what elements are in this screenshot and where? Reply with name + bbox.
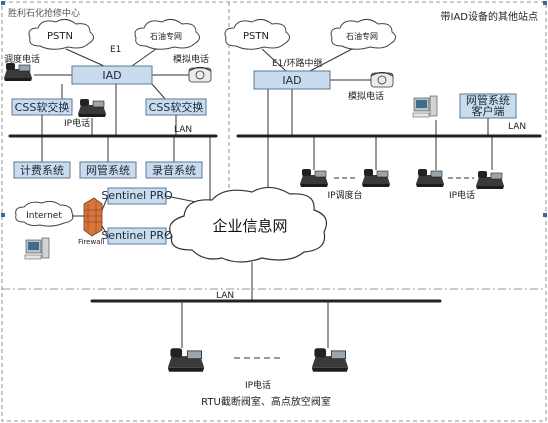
- netmgmt-box: 网管系统: [79, 161, 137, 179]
- css-label-right: CSS软交换: [149, 100, 204, 114]
- internet-cloud: Internet: [15, 200, 74, 227]
- right-lan-links: [313, 118, 493, 170]
- sentinel-box-1: Sentinel PRO: [101, 187, 173, 205]
- iad-label-left: IAD: [102, 69, 121, 82]
- right-site-title: 带IAD设备的其他站点: [441, 10, 539, 23]
- firewall-label: Firewall: [78, 238, 104, 246]
- lan-label-left: LAN: [174, 125, 192, 135]
- ip-console-label: IP调度台: [327, 189, 362, 201]
- css-label-left: CSS软交换: [15, 100, 70, 114]
- e1-label-left: E1: [110, 45, 121, 55]
- ip-phone-icon-right-2: [475, 170, 505, 190]
- ip-phone-label-right: IP电话: [449, 189, 475, 201]
- netmgmt-label: 网管系统: [86, 163, 130, 177]
- netmgmt-client-label-2: 客户端: [472, 104, 505, 118]
- css-box-left: CSS软交换: [11, 98, 73, 116]
- iad-box-left: IAD: [71, 65, 153, 85]
- enterprise-net-label: 企业信息网: [212, 217, 287, 235]
- bottom-lan-links: [181, 301, 329, 348]
- left-lan-links: [41, 115, 211, 202]
- e1-loop-label: E1/环路中继: [272, 57, 322, 69]
- ip-phone-label-left: IP电话: [64, 117, 90, 129]
- ip-phone-icon-bottom-2: [311, 347, 349, 373]
- left-site-title: 胜利石化抢修中心: [8, 7, 80, 19]
- sentinel-label-2: Sentinel PRO: [101, 229, 173, 242]
- right-top-links: [261, 48, 372, 204]
- enterprise-net-cloud: 企业信息网: [169, 186, 327, 263]
- ip-phone-label-bottom: IP电话: [245, 379, 271, 391]
- left-top-links: [34, 48, 198, 136]
- pstn-cloud-left: PSTN: [28, 18, 94, 50]
- pstn-label-left: PSTN: [47, 31, 73, 42]
- recording-label: 录音系统: [152, 163, 196, 177]
- firewall-icon: [83, 197, 103, 237]
- pstn-label-right: PSTN: [243, 31, 269, 42]
- ip-phone-icon-left: [77, 98, 107, 118]
- computer-icon-right: [412, 95, 438, 118]
- sentinel-label-1: Sentinel PRO: [101, 189, 173, 202]
- ip-console-icon-1: [299, 168, 329, 188]
- pstn-cloud-right: PSTN: [224, 18, 290, 50]
- css-box-right: CSS软交换: [145, 98, 207, 116]
- private-net-label-left: 石油专网: [150, 31, 182, 41]
- dispatch-phone-label: 调度电话: [4, 53, 40, 65]
- bottom-site-title: RTU截断阀室、高点放空阀室: [201, 395, 331, 408]
- ip-phone-icon-right-1: [415, 168, 445, 188]
- computer-icon-left: [24, 237, 50, 260]
- private-net-cloud-right: 石油专网: [330, 18, 396, 50]
- recording-box: 录音系统: [145, 161, 203, 179]
- corner-markers: [1, 1, 547, 217]
- billing-box: 计费系统: [13, 161, 71, 179]
- sentinel-box-2: Sentinel PRO: [101, 227, 173, 245]
- billing-label: 计费系统: [20, 164, 64, 177]
- dispatch-phone-icon: [3, 62, 33, 82]
- private-net-cloud-left: 石油专网: [134, 18, 200, 50]
- ip-phone-icon-bottom-1: [167, 347, 205, 373]
- iad-box-right: IAD: [253, 70, 331, 90]
- internet-label: Internet: [26, 211, 62, 221]
- netmgmt-client-box: 网管系统 客户端: [459, 93, 517, 119]
- netmgmt-client-label: 网管系统: [466, 93, 510, 107]
- analog-phone-label-right: 模拟电话: [348, 90, 384, 102]
- analog-phone-icon-left: [188, 66, 212, 83]
- lan-label-bottom: LAN: [216, 291, 234, 301]
- analog-phone-label-left: 模拟电话: [173, 53, 209, 65]
- private-net-label-right: 石油专网: [346, 31, 378, 41]
- analog-phone-icon-right: [370, 71, 394, 88]
- ip-console-icon-2: [361, 168, 391, 188]
- lan-label-right: LAN: [508, 122, 526, 132]
- iad-label-right: IAD: [282, 74, 301, 87]
